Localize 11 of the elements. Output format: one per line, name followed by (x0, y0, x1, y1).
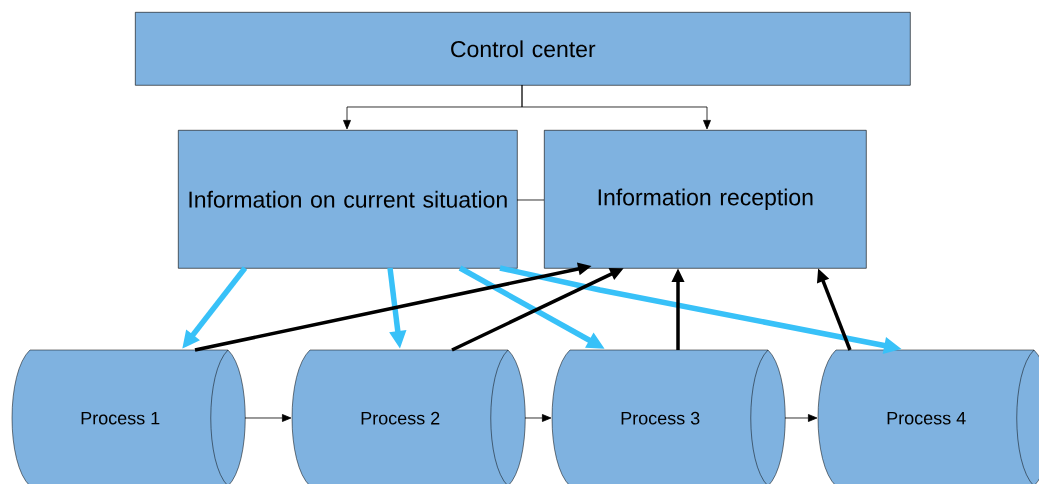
process-box: Information reception (544, 130, 867, 269)
cylinder: Process 3 (551, 349, 786, 484)
cylinder: Process 4 (817, 349, 1039, 484)
process-box: Control center (135, 12, 911, 86)
cylinder: Process 1 (11, 349, 246, 484)
arrow (244, 414, 292, 422)
arrow (521, 84, 711, 130)
arrow (524, 414, 552, 422)
process-box: Information on current situation (178, 130, 518, 269)
cylinder: Process 2 (291, 349, 526, 484)
arrow (784, 414, 818, 422)
